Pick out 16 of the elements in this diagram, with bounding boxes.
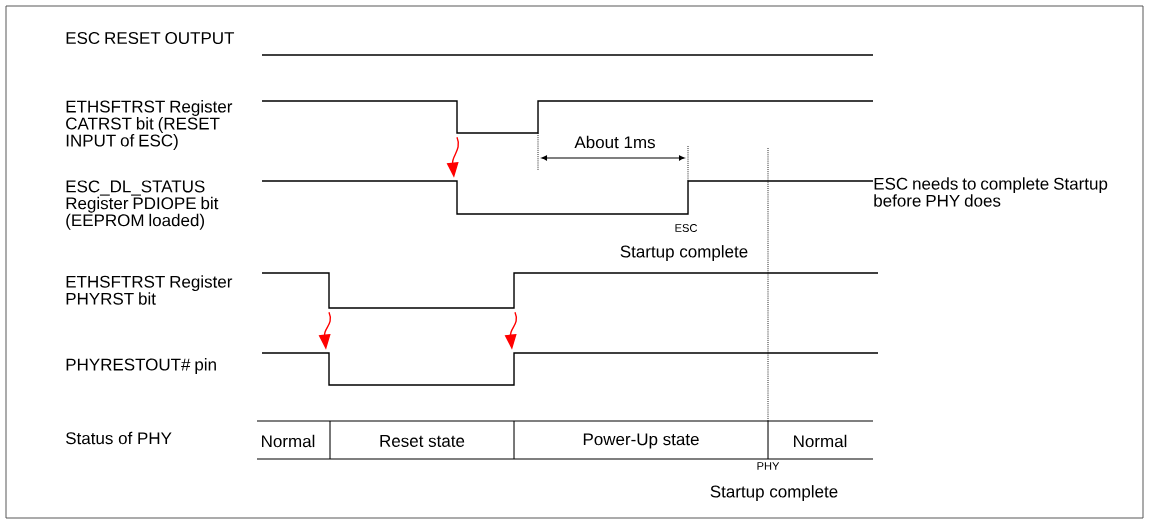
row-label: Status of PHY (66, 431, 172, 445)
signal-name: ESC_DL_STATUS Register PDIOPE bit (EEPROM loaded) (66, 180, 219, 230)
waveform (261, 272, 879, 309)
state-label: Reset state (380, 435, 465, 447)
signal-name: ETHSFTRST Register CATRST bit (RESET INPUT of ESC) (66, 100, 233, 150)
waveform (261, 180, 874, 215)
waveform (261, 100, 874, 134)
annotation-text: Startup complete (710, 485, 838, 501)
signal-name: ETHSFTRST Register PHYRST bit (66, 275, 233, 305)
annotation-text: Startup complete (620, 245, 748, 261)
annotation-text: PHY (757, 462, 780, 470)
signal-name: PHYRESTOUT# pin (66, 358, 216, 374)
signal-name: ESC RESET OUTPUT (66, 32, 235, 44)
state-label: Normal (794, 434, 847, 448)
state-label: Power-Up state (583, 433, 699, 449)
waveform (261, 352, 879, 386)
